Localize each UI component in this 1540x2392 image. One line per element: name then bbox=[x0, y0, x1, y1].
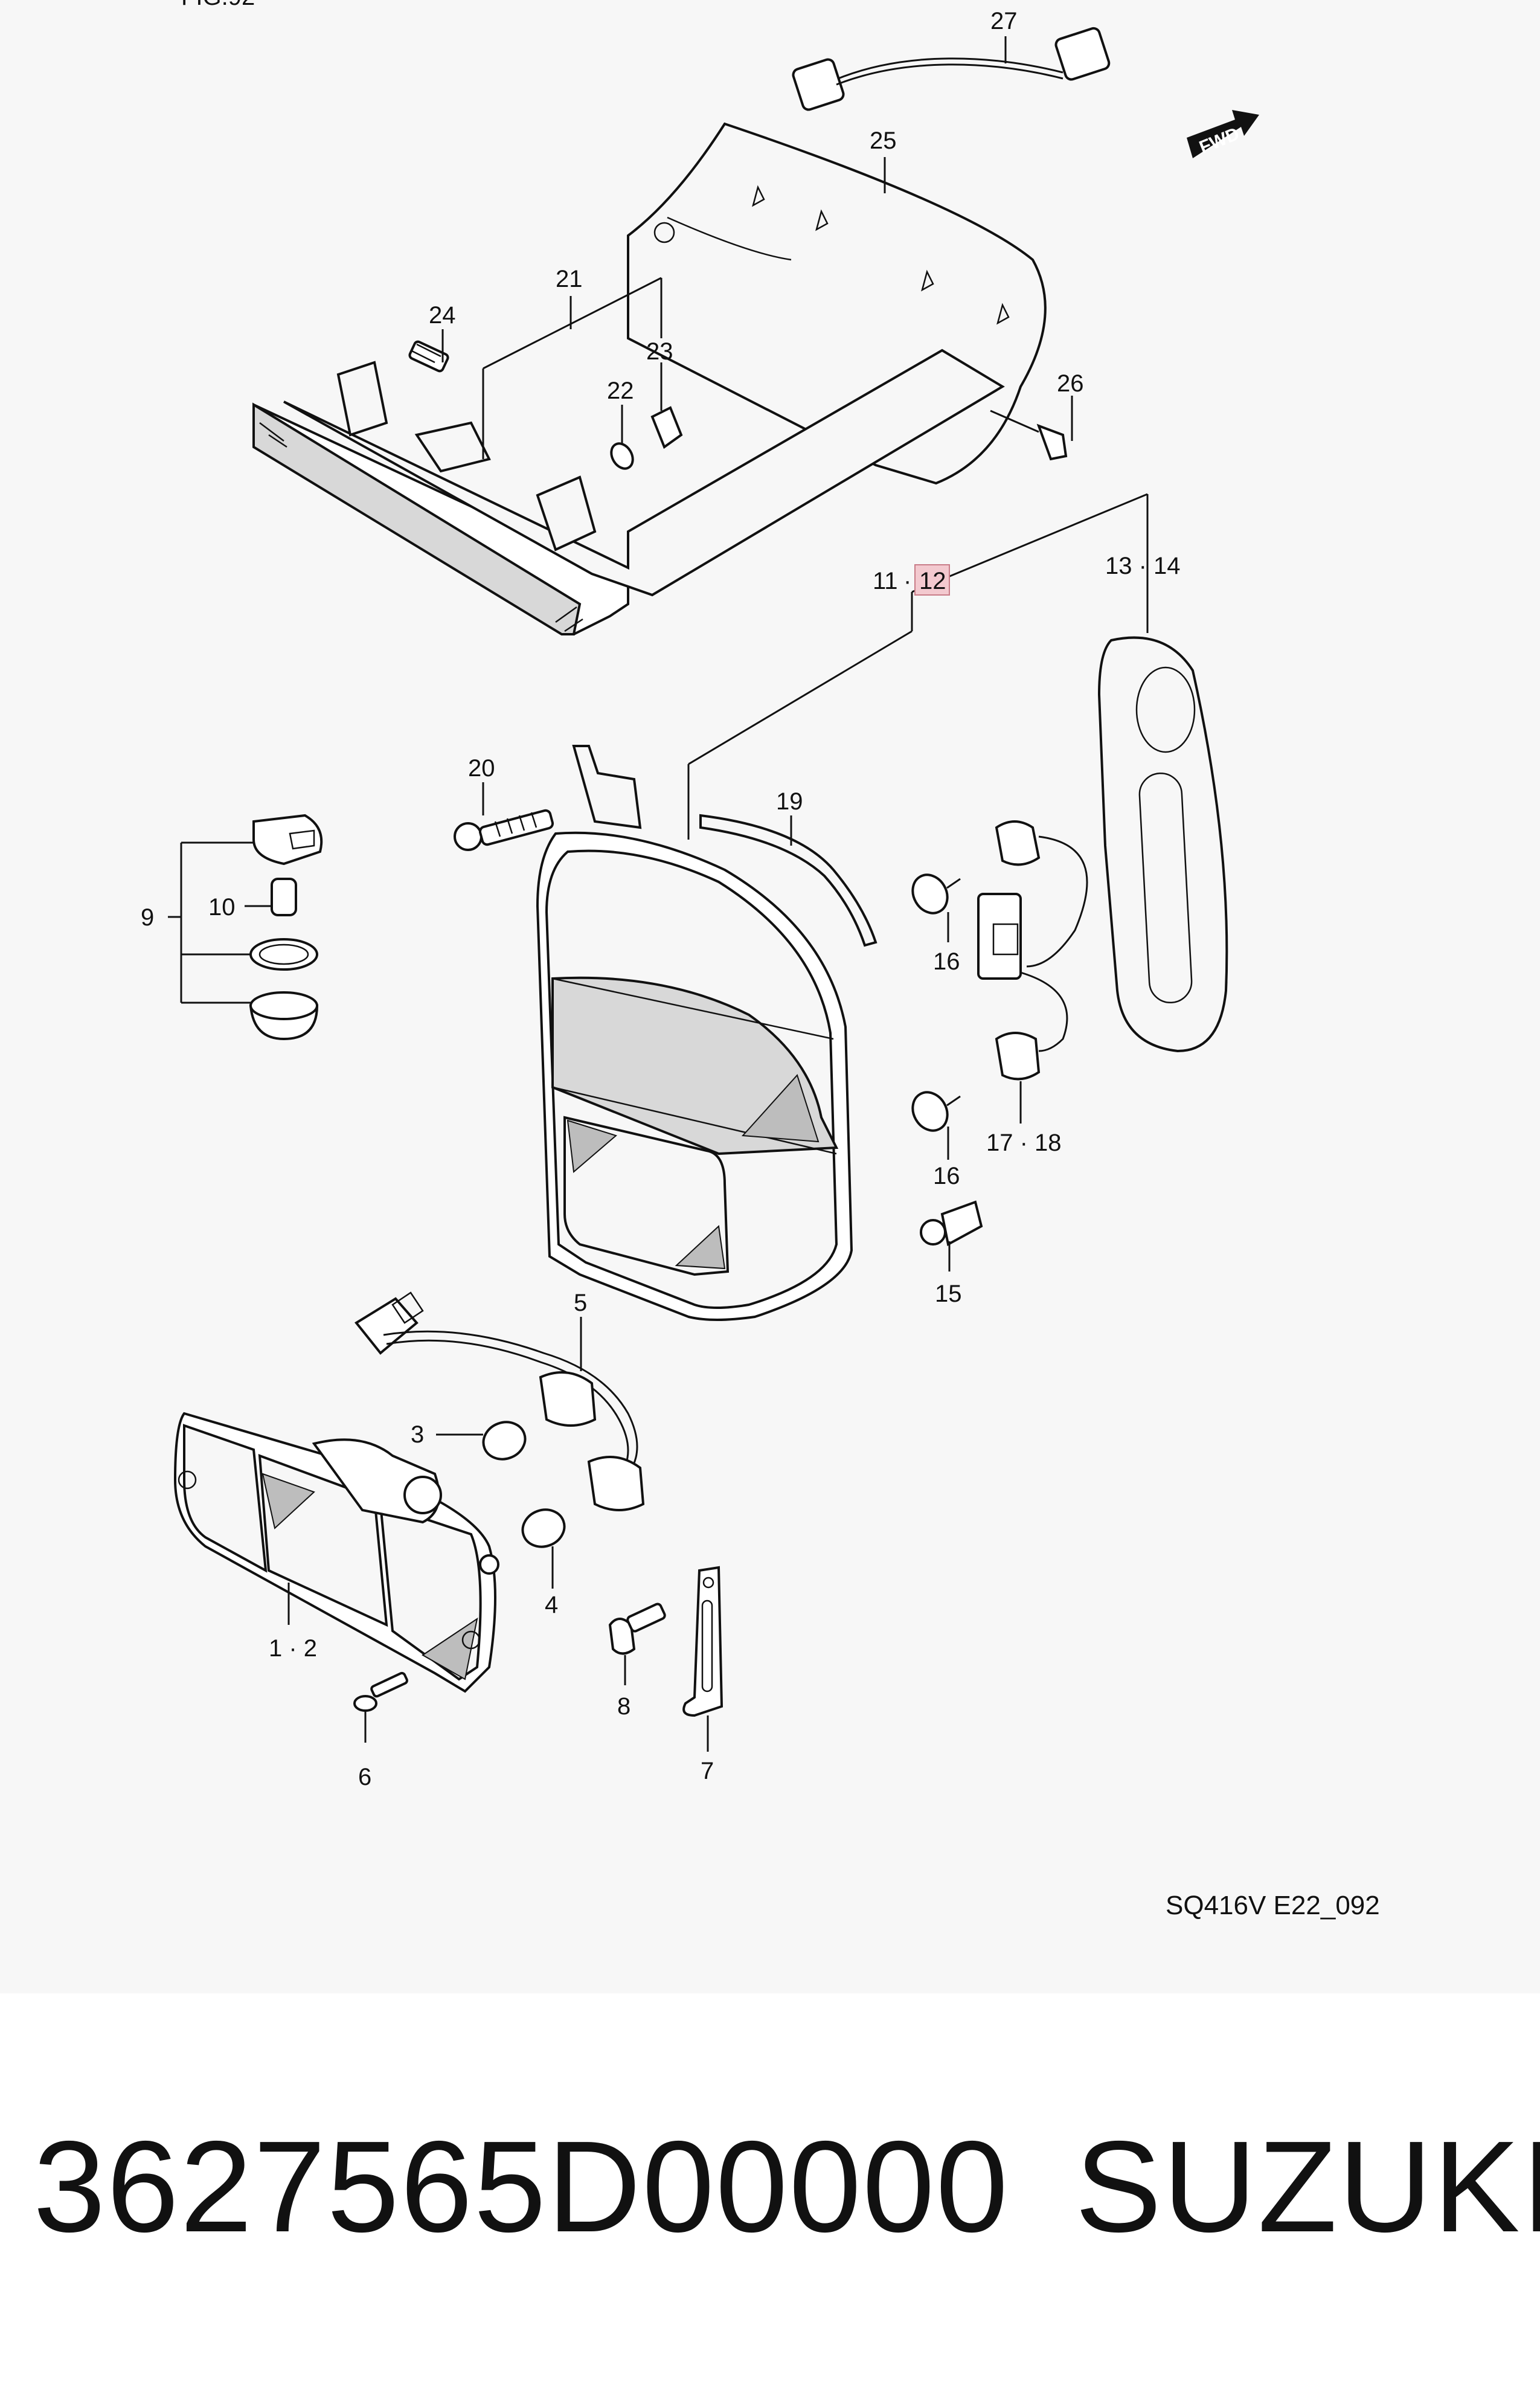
label-12: 12 bbox=[919, 568, 946, 594]
label-1-2: 1 · 2 bbox=[269, 1635, 317, 1662]
parts-diagram-panel: FIG.92 27 FWD 25 21 bbox=[141, 0, 1380, 1920]
caption-bar: 3627565D00000 SUZUKI bbox=[0, 2096, 1540, 2277]
part-20-screw: 20 bbox=[454, 755, 554, 851]
label-25: 25 bbox=[870, 127, 897, 154]
part-13-14-gasket bbox=[1097, 636, 1228, 1053]
part-6-screw: 6 bbox=[353, 1671, 408, 1790]
label-20: 20 bbox=[468, 755, 495, 782]
part-1-2-rear-lamp-assembly: 1 · 2 bbox=[173, 1412, 499, 1693]
label-24: 24 bbox=[429, 302, 456, 329]
part-15-clip: 15 bbox=[920, 1200, 983, 1307]
label-22: 22 bbox=[607, 378, 634, 404]
part-3-bulb: 3 bbox=[411, 1421, 527, 1461]
fwd-arrow-icon: FWD bbox=[1187, 110, 1259, 158]
label-15: 15 bbox=[935, 1281, 962, 1307]
label-27: 27 bbox=[990, 8, 1018, 34]
label-17-18: 17 · 18 bbox=[986, 1130, 1062, 1156]
diagram-code: SQ416V E22_092 bbox=[1166, 1891, 1380, 1920]
part-23-socket: 23 bbox=[646, 338, 683, 449]
part-24-screw: 24 bbox=[408, 302, 456, 373]
part-19-seal-strip: 19 bbox=[699, 788, 877, 947]
label-8: 8 bbox=[617, 1693, 630, 1720]
label-16-upper: 16 bbox=[933, 948, 960, 975]
label-5: 5 bbox=[574, 1290, 587, 1316]
label-4: 4 bbox=[545, 1592, 558, 1618]
leaders-11-12-13-14 bbox=[687, 493, 1149, 840]
part-number: 3627565D00000 bbox=[33, 2114, 1010, 2259]
label-11: 11 bbox=[873, 568, 898, 594]
label-23: 23 bbox=[646, 338, 673, 365]
part-26-clip: 26 bbox=[990, 370, 1084, 461]
label-6: 6 bbox=[358, 1764, 371, 1790]
part-7-bracket: 7 bbox=[682, 1566, 723, 1784]
part-5-wiring-harness: 5 bbox=[355, 1290, 645, 1511]
label-11-12-separator: · bbox=[903, 568, 911, 594]
part-16-17-18-socket-harness: 16 16 17 · 18 bbox=[911, 820, 1088, 1189]
label-7: 7 bbox=[701, 1758, 714, 1784]
label-21: 21 bbox=[556, 266, 583, 292]
label-9: 9 bbox=[141, 904, 154, 931]
part-21-lamp-housing: 21 bbox=[252, 266, 1005, 636]
label-16-lower: 16 bbox=[933, 1163, 960, 1189]
brand-name: SUZUKI bbox=[1075, 2114, 1540, 2259]
part-8-screw: 8 bbox=[608, 1603, 666, 1720]
parts-diagram: FIG.92 27 FWD 25 21 bbox=[141, 0, 1259, 1790]
part-9-cap-set: 9 10 bbox=[141, 814, 323, 1041]
part-27-connector-harness: 27 bbox=[792, 8, 1111, 111]
highlight-12 bbox=[914, 564, 950, 596]
label-26: 26 bbox=[1057, 370, 1084, 397]
label-19: 19 bbox=[776, 788, 803, 815]
figure-title-fragment: FIG.92 bbox=[181, 0, 255, 10]
part-4-bulb: 4 bbox=[521, 1508, 566, 1618]
label-13-14: 13 · 14 bbox=[1105, 553, 1181, 579]
part-11-12-rear-combination-lamp bbox=[536, 745, 853, 1321]
label-10: 10 bbox=[208, 894, 236, 921]
label-3: 3 bbox=[411, 1421, 424, 1448]
part-22-bulb: 22 bbox=[607, 378, 634, 470]
